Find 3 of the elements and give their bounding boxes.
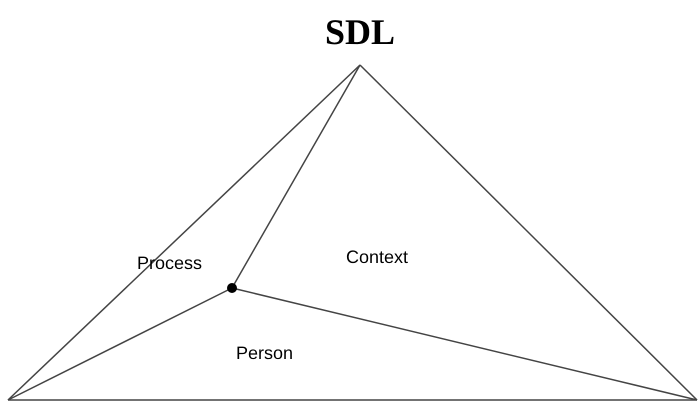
diagram-title: SDL	[324, 12, 396, 52]
region-label: Context	[346, 247, 408, 268]
region-label: Person	[236, 343, 294, 364]
